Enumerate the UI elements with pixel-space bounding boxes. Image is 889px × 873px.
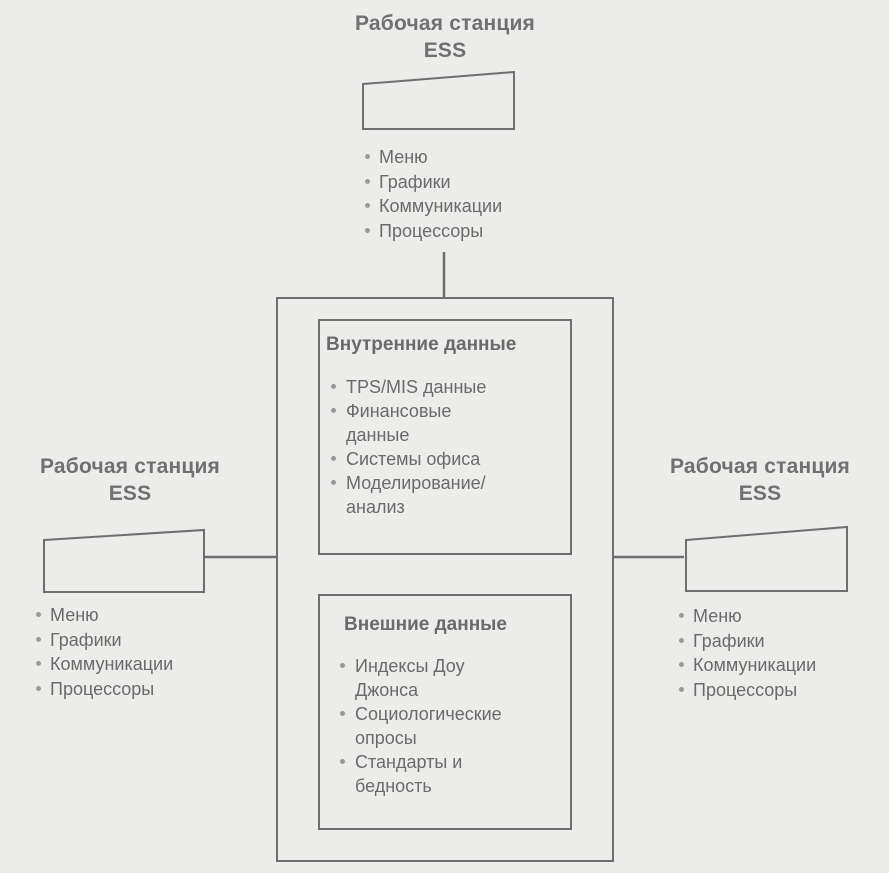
list-item: Коммуникации [676,653,816,678]
list-item: Индексы Доу Джонса [337,654,505,702]
top-workstation-title-line2: ESS [423,39,467,62]
internal-data-title: Внутренние данные [326,334,517,355]
list-item: Коммуникации [362,194,502,219]
list-item: Коммуникации [33,652,173,677]
internal-data-list: TPS/MIS данные Финансовые данные Системы… [328,375,548,519]
right-workstation-title-line1: Рабочая станция [669,455,851,478]
right-workstation-features: Меню Графики Коммуникации Процессоры [676,604,816,702]
list-item: Стандарты и бедность [337,750,515,798]
list-item: Моделирование/ анализ [328,471,506,519]
list-item: Графики [676,629,816,654]
list-item: Меню [33,603,173,628]
central-database [276,297,614,862]
external-data-box [318,594,572,830]
left-workstation-title-line2: ESS [108,482,152,505]
external-data-title: Внешние данные [344,614,507,635]
list-item: Процессоры [362,219,502,244]
top-workstation-features: Меню Графики Коммуникации Процессоры [362,145,502,243]
top-workstation-title: Рабочая станция ESS [310,10,580,64]
list-item: Процессоры [676,678,816,703]
top-workstation-icon [362,70,515,130]
list-item: Меню [362,145,502,170]
list-item: Процессоры [33,677,173,702]
right-workstation-title-line2: ESS [738,482,782,505]
list-item: Системы офиса [328,447,548,471]
right-workstation-icon [685,525,848,592]
left-workstation-features: Меню Графики Коммуникации Процессоры [33,603,173,701]
list-item: Графики [362,170,502,195]
list-item: Меню [676,604,816,629]
external-data-list: Индексы Доу Джонса Социологические опрос… [337,654,552,798]
list-item: TPS/MIS данные [328,375,548,399]
right-workstation-title: Рабочая станция ESS [630,453,889,507]
list-item: Финансовые данные [328,399,506,447]
internal-data-box [318,319,572,555]
list-item: Графики [33,628,173,653]
left-workstation-title-line1: Рабочая станция [39,455,221,478]
list-item: Социологические опросы [337,702,555,750]
top-workstation-title-line1: Рабочая станция [354,12,536,35]
left-workstation-icon [43,528,205,593]
left-workstation-title: Рабочая станция ESS [0,453,260,507]
